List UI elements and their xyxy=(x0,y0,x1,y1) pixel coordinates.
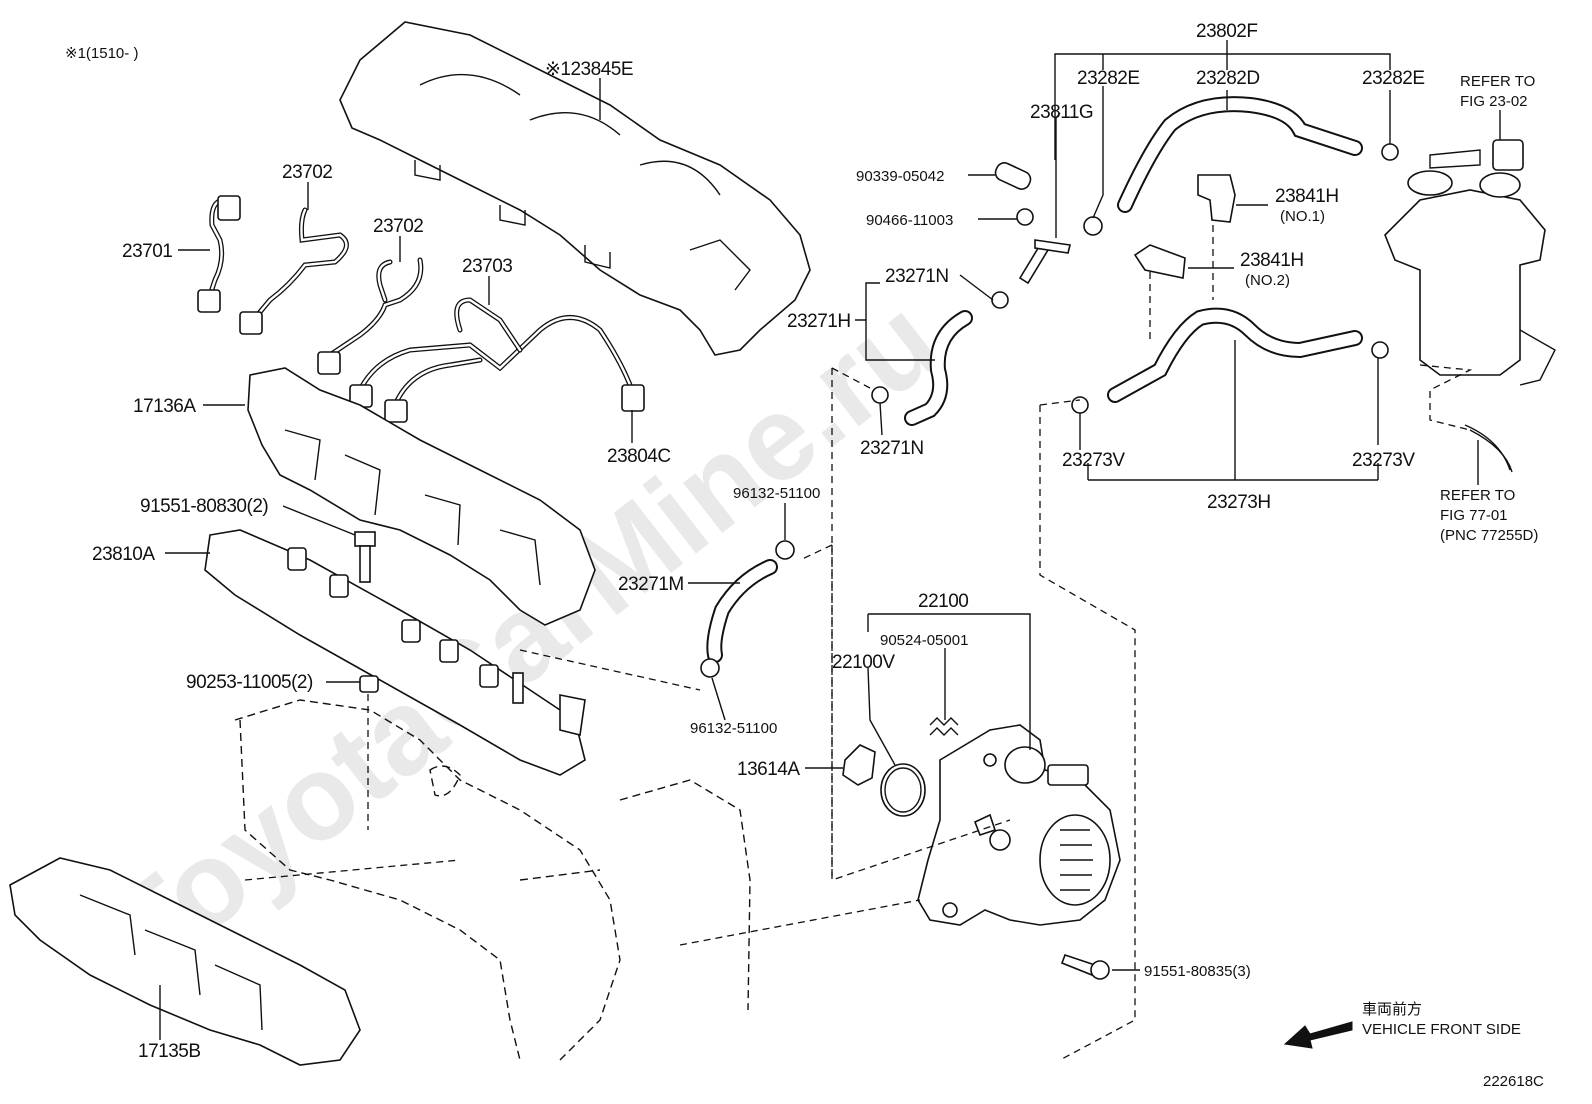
leader-lines xyxy=(159,40,1501,1061)
supply-pump-22100[interactable] xyxy=(917,724,1121,926)
clamp-23282E-right[interactable] xyxy=(1381,143,1399,161)
label-23273V-left[interactable]: 23273V xyxy=(1062,450,1126,471)
direction-en: VEHICLE FRONT SIDE xyxy=(1362,1021,1521,1038)
engine-cover-23845E[interactable] xyxy=(339,21,811,356)
insulator-17136A[interactable] xyxy=(247,367,596,626)
label-23702-b[interactable]: 23702 xyxy=(373,216,424,237)
label-23701[interactable]: 23701 xyxy=(122,241,173,262)
refer-bottom-line3[interactable]: (PNC 77255D) xyxy=(1440,527,1538,544)
label-23271M[interactable]: 23271M xyxy=(618,574,684,595)
label-13614A[interactable]: 13614A xyxy=(737,759,801,780)
hose-23282D[interactable] xyxy=(1117,96,1363,213)
cap-90339-05042[interactable] xyxy=(993,160,1033,192)
label-23804C[interactable]: 23804C xyxy=(607,446,671,467)
label-23282D[interactable]: 23282D xyxy=(1196,68,1260,89)
label-23271N-bottom[interactable]: 23271N xyxy=(860,438,924,459)
bracket-23841H-no1[interactable] xyxy=(1197,174,1236,223)
direction-jp: 車両前方 xyxy=(1362,1001,1422,1018)
sensor-23701[interactable] xyxy=(197,195,241,313)
label-23802F[interactable]: 23802F xyxy=(1196,21,1258,42)
label-23273H[interactable]: 23273H xyxy=(1207,492,1271,513)
clamp-23282E-left[interactable] xyxy=(1083,216,1103,236)
note-text: ※1(1510- ) xyxy=(65,45,138,62)
label-23273V-right[interactable]: 23273V xyxy=(1352,450,1416,471)
bolt-91551-80835[interactable] xyxy=(1060,953,1110,980)
label-91551-80835[interactable]: 91551-80835(3) xyxy=(1144,963,1251,980)
label-23841H-no2-sub: (NO.2) xyxy=(1245,272,1290,289)
refer-top-line1[interactable]: REFER TO xyxy=(1460,73,1535,90)
label-23841H-no1[interactable]: 23841H xyxy=(1275,186,1339,207)
plug-90253-11005[interactable] xyxy=(359,675,379,693)
label-23841H-no2[interactable]: 23841H xyxy=(1240,250,1304,271)
hose-ref-77-01 xyxy=(1464,424,1513,473)
bracket-23841H-no2[interactable] xyxy=(1133,244,1186,279)
figure-code: 222618C xyxy=(1483,1073,1544,1090)
fuel-filter-ref-23-02 xyxy=(1384,139,1556,386)
sensor-23702-b[interactable] xyxy=(317,257,424,375)
watermark: ToyotaCarMine.ru xyxy=(84,272,963,1000)
label-23703[interactable]: 23703 xyxy=(462,256,513,277)
label-90253-11005[interactable]: 90253-11005(2) xyxy=(186,672,313,693)
label-96132-51100-top[interactable]: 96132-51100 xyxy=(733,485,820,502)
engine-block-outline xyxy=(234,699,751,1061)
clamp-23273V-right[interactable] xyxy=(1371,341,1389,359)
vehicle-front-arrow xyxy=(1283,1021,1353,1049)
bolt-91551-80830[interactable] xyxy=(354,531,376,583)
refer-bottom-line1[interactable]: REFER TO xyxy=(1440,487,1515,504)
clamp-23273V-left[interactable] xyxy=(1071,396,1089,414)
label-96132-51100-bottom[interactable]: 96132-51100 xyxy=(690,720,777,737)
insulator-17135B[interactable] xyxy=(9,857,361,1066)
label-22100[interactable]: 22100 xyxy=(918,591,969,612)
hose-23273H[interactable] xyxy=(1107,307,1363,403)
hose-23271M[interactable] xyxy=(706,559,778,663)
label-23282E-right[interactable]: 23282E xyxy=(1362,68,1425,89)
gear-13614A[interactable] xyxy=(842,744,876,786)
label-23841H-no1-sub: (NO.1) xyxy=(1280,208,1325,225)
clamp-96132-51100-top[interactable] xyxy=(775,540,795,560)
clamp-23271N-bottom[interactable] xyxy=(871,386,889,404)
label-23811G[interactable]: 23811G xyxy=(1030,102,1094,123)
clamp-96132-51100-bottom[interactable] xyxy=(700,658,720,678)
label-23271H[interactable]: 23271H xyxy=(787,311,851,332)
label-23282E-left[interactable]: 23282E xyxy=(1077,68,1140,89)
label-90524-05001[interactable]: 90524-05001 xyxy=(880,632,968,649)
sensor-23703[interactable] xyxy=(349,297,645,423)
pipe-23811G[interactable] xyxy=(1018,239,1071,285)
clamp-90466-11003[interactable] xyxy=(1016,208,1034,226)
label-90339-05042[interactable]: 90339-05042 xyxy=(856,168,944,185)
label-23810A[interactable]: 23810A xyxy=(92,544,156,565)
label-91551-80830[interactable]: 91551-80830(2) xyxy=(140,496,269,517)
label-17135B[interactable]: 17135B xyxy=(138,1041,201,1062)
fuel-rail-23810A[interactable] xyxy=(204,529,586,776)
label-23845E[interactable]: ※123845E xyxy=(545,59,634,80)
o-ring-22100V[interactable] xyxy=(880,763,926,817)
label-17136A[interactable]: 17136A xyxy=(133,396,197,417)
key-90524-05001[interactable] xyxy=(929,717,959,736)
hose-23271H[interactable] xyxy=(904,310,973,426)
label-90466-11003[interactable]: 90466-11003 xyxy=(866,212,953,229)
sensor-23702-a[interactable] xyxy=(239,207,349,335)
label-22100V[interactable]: 22100V xyxy=(832,652,896,673)
refer-bottom-line2[interactable]: FIG 77-01 xyxy=(1440,507,1508,524)
clamp-23271N-top[interactable] xyxy=(991,291,1009,309)
refer-top-line2[interactable]: FIG 23-02 xyxy=(1460,93,1528,110)
label-23702-a[interactable]: 23702 xyxy=(282,162,333,183)
label-23271N-top[interactable]: 23271N xyxy=(885,266,949,287)
